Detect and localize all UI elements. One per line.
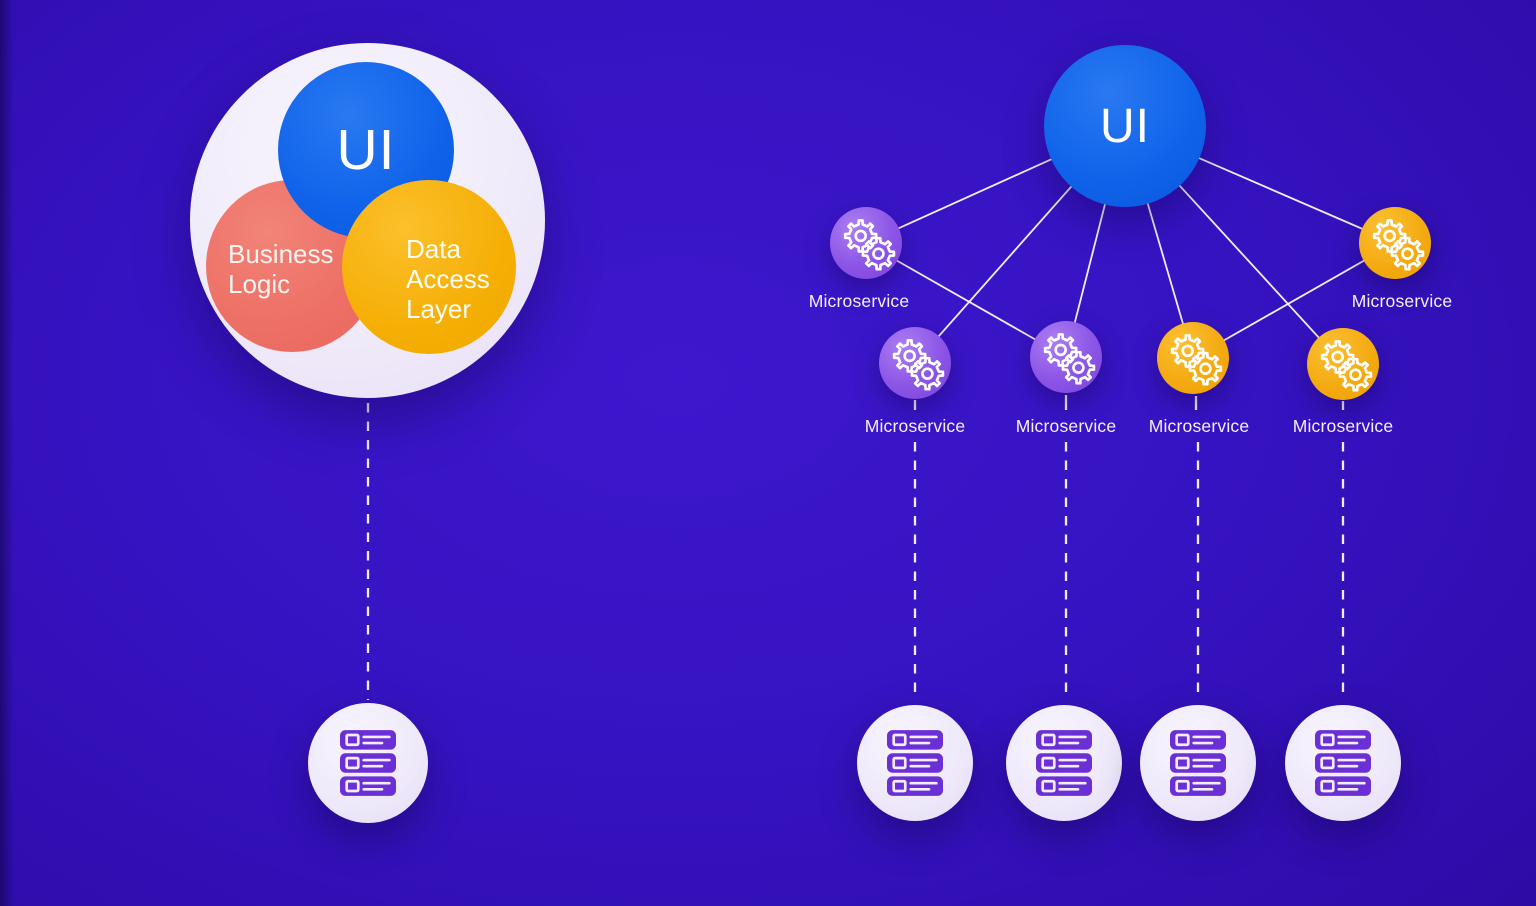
microservice-node-1 [830,207,902,279]
gears-icon [892,339,945,391]
microservice-label-4: Microservice [1148,416,1250,436]
microservice-label-1: Microservice [808,291,910,311]
microservices-ui-label: UI [1100,99,1150,153]
microservice-node-4 [1157,322,1229,394]
data-access-circle: Data Access Layer [342,180,516,354]
microservice-label-2: Microservice [864,416,966,436]
monolith-ui-label: UI [336,118,396,182]
gears-icon [1372,219,1425,271]
data-access-label: Data Access Layer [406,234,490,324]
business-logic-label: Business Logic [228,239,334,299]
microservice-node-2 [879,327,951,399]
microservice-database-circle-4 [1285,705,1401,821]
microservice-node-3 [1030,321,1102,393]
monolith-database-circle [308,703,428,823]
server-stack-icon [340,730,396,796]
microservice-database-circle-1 [857,705,973,821]
gears-icon [1170,334,1223,386]
microservice-label-3: Microservice [1015,416,1117,436]
microservice-label-5: Microservice [1292,416,1394,436]
link-microservice-6-4 [1192,242,1396,359]
gears-icon [1320,340,1373,392]
microservice-node-5 [1307,328,1379,400]
server-stack-icon [1170,730,1226,796]
microservice-database-circle-3 [1140,705,1256,821]
monolith-container-circle: Business Logic UI Data Access Layer [190,43,545,398]
microservice-database-circle-2 [1006,705,1122,821]
server-stack-icon [1036,730,1092,796]
server-stack-icon [887,730,943,796]
gears-icon [1043,333,1096,385]
microservice-node-6 [1359,207,1431,279]
link-microservice-1-3 [865,242,1067,358]
microservices-ui-circle: UI [1044,45,1206,207]
gears-icon [843,219,896,271]
server-stack-icon [1315,730,1371,796]
microservice-label-6: Microservice [1351,291,1453,311]
